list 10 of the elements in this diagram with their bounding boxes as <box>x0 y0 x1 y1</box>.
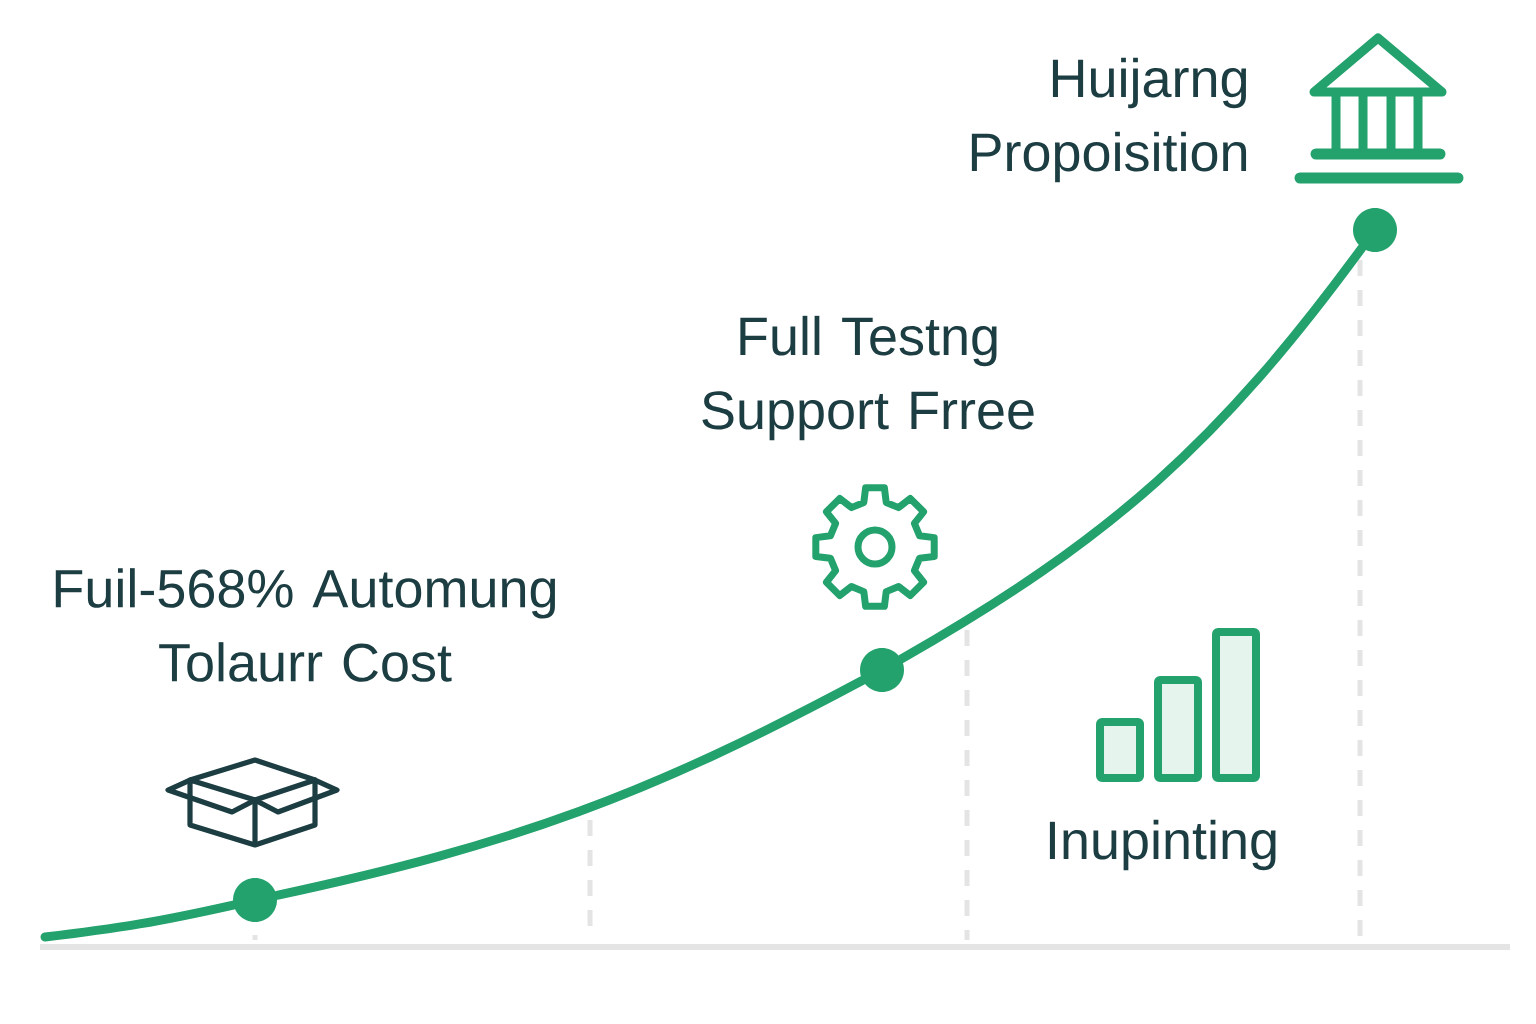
chart-label: Inupinting <box>1049 819 1276 871</box>
growth-curve <box>40 900 238 942</box>
milestone-label: Fuil-568% Automung Tolaurr Cost <box>55 568 556 682</box>
milestone-label: Huijarng Propoisition <box>971 57 1247 183</box>
milestone-dot <box>233 878 277 922</box>
milestone-dot <box>1353 208 1397 252</box>
milestone-label: Full Testng Support Frree <box>702 315 1034 441</box>
growth-curve <box>272 676 867 900</box>
growth-curve <box>896 243 1367 664</box>
milestone-dot <box>860 648 904 692</box>
